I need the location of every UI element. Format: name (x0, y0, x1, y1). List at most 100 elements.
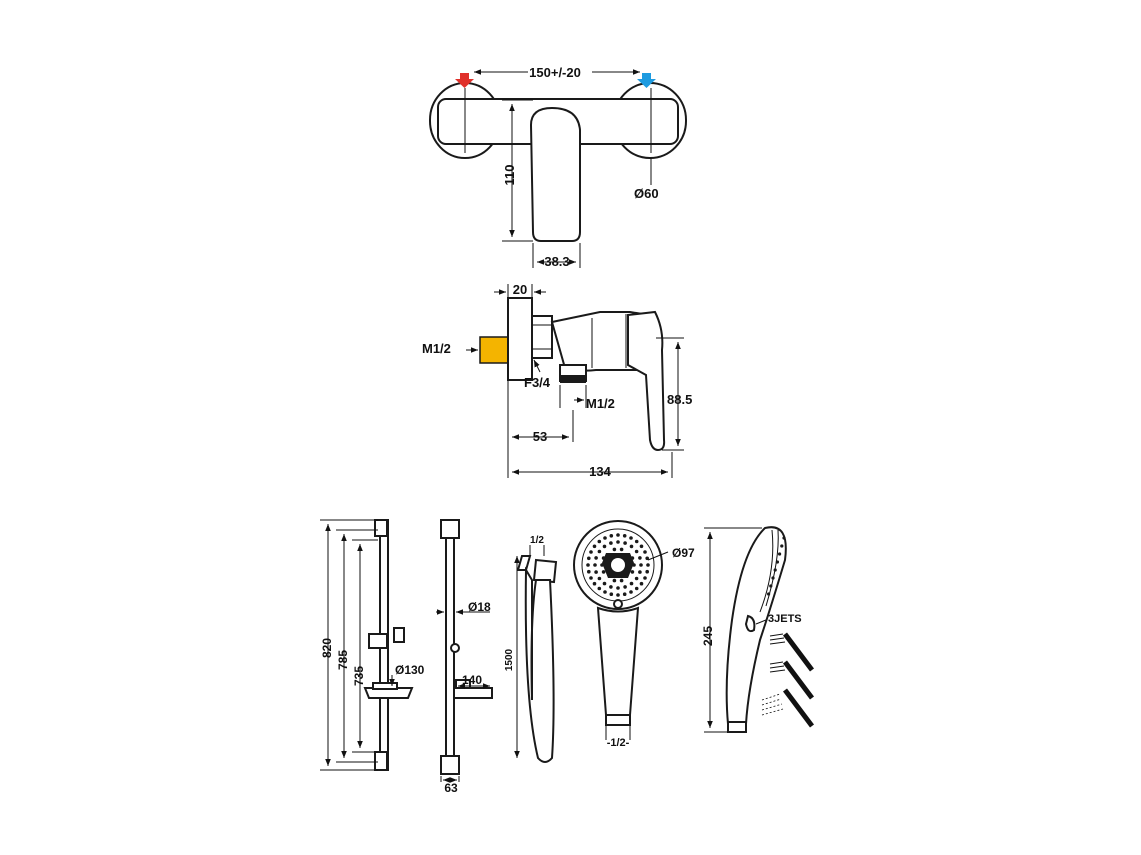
nozzle-dot (609, 585, 613, 589)
dim-outlet-thread: F3/4 (524, 375, 551, 390)
shower-handle-front (596, 606, 640, 716)
dim-total-height: 88.5 (667, 392, 692, 407)
side-nozzle-dot (771, 576, 775, 580)
nozzle-dot (597, 576, 602, 581)
dim-rail-diameter: Ø18 (468, 600, 491, 614)
shower-rail-front: 820 785 735 Ø130 (320, 519, 425, 771)
side-nozzle-dot (767, 592, 771, 596)
dim-soap-dish-width: 140 (462, 673, 482, 687)
nozzle-dot (634, 539, 639, 544)
brass-inlet (479, 336, 511, 364)
nozzle-dot (594, 556, 598, 560)
nozzle-dot (597, 539, 602, 544)
nozzle-dot (609, 541, 613, 545)
nozzle-dot (645, 556, 649, 561)
nozzle-dot (619, 578, 624, 583)
dim-hose-thread: 1/2 (530, 535, 544, 546)
side-nozzle-dot (775, 560, 780, 564)
nozzle-dot (639, 544, 644, 549)
nozzle-dot (589, 550, 593, 554)
nozzle-dot (602, 581, 607, 586)
nozzle-dot (643, 550, 647, 554)
shower-rail-side: Ø18 140 63 (436, 519, 493, 795)
nozzle-dot (592, 544, 597, 549)
jet-icon-2 (769, 660, 814, 700)
dim-lever-width: 38.3 (544, 254, 569, 269)
dim-rail-785: 785 (336, 650, 350, 670)
dim-rail-total: 820 (320, 638, 334, 658)
side-nozzle-dot (780, 544, 784, 548)
nozzle-dot (629, 590, 633, 594)
dim-hose-length: 1500 (504, 648, 515, 671)
coupling-nut (531, 315, 553, 359)
dim-head-diameter: Ø97 (672, 546, 695, 560)
nozzle-dot (603, 536, 607, 540)
dim-bracket-width: 63 (444, 781, 458, 795)
dim-outlet-connector: M1/2 (586, 396, 615, 411)
side-nozzle-dot (778, 552, 782, 556)
nozzle-dot (612, 578, 617, 583)
dim-flange-diameter: Ø60 (634, 186, 659, 201)
dim-rail-735: 735 (352, 666, 366, 686)
side-view: 20 M1/2 F3/4 M1/2 53 134 88.5 (422, 282, 692, 479)
nozzle-dot (645, 569, 649, 574)
side-nozzle-dot (782, 536, 786, 540)
blue-down-arrow-icon (637, 73, 656, 88)
nozzle-dot (646, 563, 650, 567)
nozzle-dot (601, 570, 606, 574)
shower-head-front: Ø97 -1/2- (573, 520, 695, 749)
nozzle-dot (629, 536, 633, 540)
dim-head-thread: -1/2- (607, 737, 630, 749)
front-view: 150+/-20 110 Ø60 38.3 (429, 65, 687, 269)
nozzle-dot (593, 563, 597, 567)
nozzle-dot (616, 586, 620, 590)
jet-icon-1 (769, 632, 814, 672)
side-lever (627, 310, 666, 452)
dim-outlet-offset: 53 (533, 429, 547, 444)
nozzle-dot (587, 569, 591, 574)
nozzle-dot (622, 534, 627, 538)
lever (529, 106, 581, 242)
nozzle-dot (634, 586, 639, 591)
side-flange (507, 297, 533, 381)
dim-flange-depth: 20 (513, 282, 527, 297)
nozzle-dot (587, 556, 591, 561)
nozzle-dot (623, 541, 627, 545)
nozzle-dot (586, 563, 590, 567)
side-nozzle-dot (769, 584, 773, 588)
side-nozzle-dot (773, 568, 777, 572)
nozzle-dot (639, 563, 643, 567)
nozzle-dot (594, 570, 598, 574)
dim-height: 110 (502, 165, 517, 186)
red-down-arrow-icon (455, 73, 474, 88)
dim-center-distance: 150+/-20 (529, 65, 581, 80)
nozzle-dot (597, 586, 602, 591)
nozzle-dot (609, 592, 614, 596)
nozzle-dot (629, 544, 634, 549)
dim-total-depth: 134 (589, 464, 611, 479)
dim-inlet-thread: M1/2 (422, 341, 451, 356)
nozzle-dot (597, 549, 602, 554)
nozzle-dot (616, 593, 620, 597)
side-nozzles (767, 536, 786, 596)
dim-soap-dish-diameter: Ø130 (395, 663, 425, 677)
shower-hose: 1/2 1500 (504, 535, 558, 763)
nozzle-dot (592, 581, 597, 586)
shower-handset-side: 245 3JETS (701, 526, 814, 733)
nozzle-dot (616, 540, 620, 544)
outlet-thread-black (560, 375, 586, 383)
nozzle-pattern (586, 533, 650, 597)
nozzle-dot (629, 581, 634, 586)
nozzle-dot (623, 585, 627, 589)
nozzle-dot (602, 544, 607, 549)
nozzle-dot (630, 570, 635, 574)
nozzle-dot (638, 556, 642, 560)
nozzle-dot (643, 576, 647, 580)
nozzle-dot (634, 576, 639, 581)
nozzle-dot (639, 581, 644, 586)
nozzle-dot (634, 549, 639, 554)
nozzle-dot (612, 547, 617, 552)
nozzle-dot (619, 547, 624, 552)
soap-dish-side (453, 687, 493, 699)
